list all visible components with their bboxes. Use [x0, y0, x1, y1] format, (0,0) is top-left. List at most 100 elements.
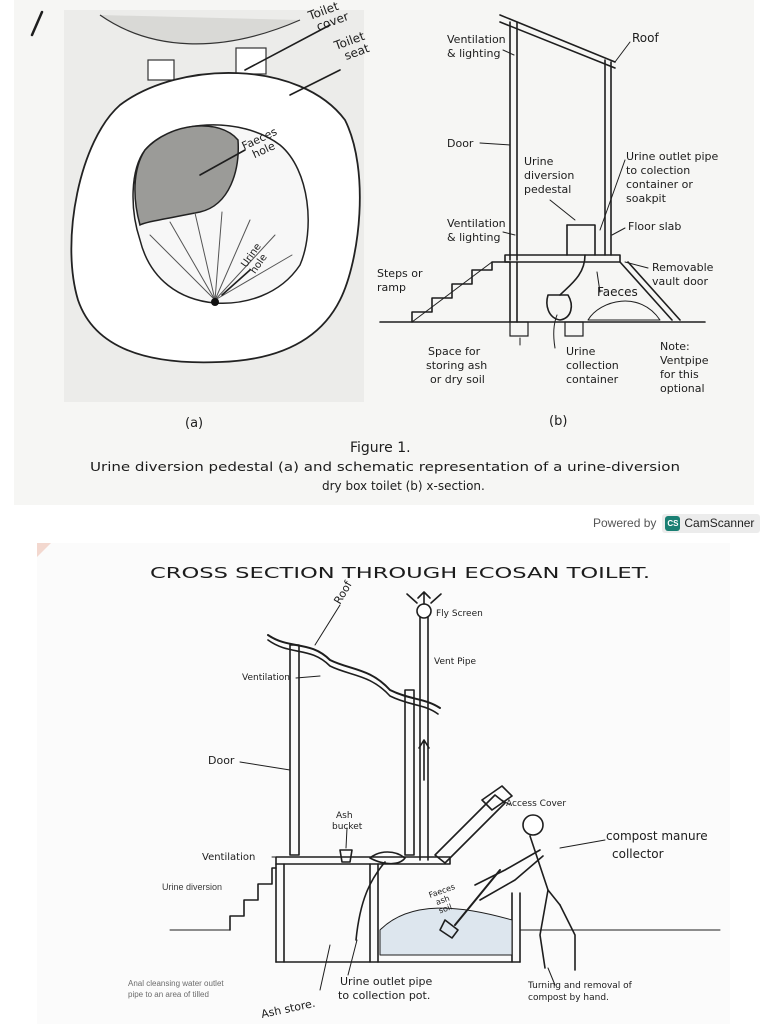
fly-screen-mesh [416, 603, 432, 619]
person-leg-2 [559, 904, 576, 971]
label-vent-top-line1: Ventilation [447, 33, 506, 46]
ecosan-drawing [169, 591, 721, 971]
pedestal-box [566, 224, 596, 256]
urine-hole [211, 298, 219, 306]
label-turning-line2: compost by hand. [528, 993, 609, 1003]
label-steps-or-ramp: Steps or ramp [377, 267, 426, 294]
figure-2-title: CROSS SECTION THROUGH ECOSAN TOILET. [150, 564, 650, 582]
label-space-for-storing: Space for storing ash or dry soil [426, 345, 491, 386]
label-note: Note: Ventpipe for this optional [660, 340, 712, 395]
label-urine-outlet-pipe-2: Urine outlet pipe to collection pot. [338, 975, 436, 1002]
ecosan-leaders [239, 604, 606, 991]
label-door-2: Door [208, 754, 235, 767]
label-note-line1: Note: [660, 340, 690, 353]
camscanner-badge-text: CamScanner [684, 516, 755, 530]
label-ash-bucket-line2: bucket [332, 822, 363, 832]
label-uop-line2: to colection [626, 164, 690, 177]
vent-pipe [419, 614, 429, 861]
vent-arrows [406, 591, 442, 605]
label-ash-store: Ash store. [260, 997, 317, 1021]
leader-toilet-seat [289, 69, 341, 96]
label-fas-line3: soil [438, 902, 454, 915]
label-ventilation-lighting-top: Ventilation & lighting [447, 33, 509, 60]
steps [411, 261, 511, 323]
label-vent-pipe: Vent Pipe [434, 657, 477, 667]
label-anal-line1: Anal cleansing water outlet [128, 979, 224, 988]
person-head [522, 814, 544, 836]
shovel-blade [439, 919, 459, 939]
label-space-line2: storing ash [426, 359, 487, 372]
label-urine-diversion-pedestal: Urine diversion pedestal [524, 155, 578, 196]
schematic-leaders [479, 41, 649, 349]
camscanner-watermark: Powered by CS CamScanner [593, 512, 761, 534]
label-vent-top-line2: & lighting [447, 47, 500, 60]
access-chute [434, 794, 506, 864]
steps-rail [411, 261, 493, 323]
person-arm-2 [479, 855, 544, 901]
label-turning-removal: Turning and removal of compost by hand. [527, 981, 635, 1003]
scan-corner-mark [37, 543, 51, 557]
steps-2 [229, 867, 277, 931]
arrow-faeces [596, 271, 601, 293]
ash-bucket [339, 849, 353, 863]
label-urine-diversion: Urine diversion [162, 882, 222, 892]
label-faeces-ash-soil: Faeces ash soil [428, 881, 465, 917]
label-urine-outlet-pipe: Urine outlet pipe to colection container… [626, 150, 722, 205]
label-removable-vault-door: Removable vault door [652, 261, 717, 288]
schematic-drawing [379, 14, 706, 323]
label-udp-line2: diversion [524, 169, 574, 182]
label-cmc-line2: collector [612, 847, 664, 861]
label-steps-line1: Steps or [377, 267, 423, 280]
powered-by-text: Powered by [593, 516, 657, 530]
panel-a-label: (a) [185, 416, 203, 431]
leader-toilet-cover [244, 24, 331, 71]
label-roof-2: Roof [331, 578, 355, 607]
vault-wall-outer [275, 863, 285, 963]
vent-up-arrow [418, 739, 430, 781]
label-uop2-line2: to collection pot. [338, 989, 430, 1002]
vault-door-1 [619, 261, 673, 321]
label-ucc-line3: container [566, 373, 619, 386]
label-roof: Roof [632, 31, 659, 45]
hinge-left [147, 59, 175, 81]
label-note-line4: optional [660, 382, 705, 395]
label-ucc-line2: collection [566, 359, 619, 372]
label-ash-bucket: Ash bucket [332, 811, 363, 832]
label-ventilation-top-2: Ventilation [242, 673, 290, 683]
label-steps-line2: ramp [377, 281, 406, 294]
urine-pipe [559, 254, 586, 296]
access-cover [481, 785, 513, 811]
camscanner-logo-icon: CS [665, 515, 681, 531]
faeces-heap [587, 300, 661, 321]
figure-1-caption-line2: dry box toilet (b) x-section. [322, 479, 485, 493]
pedestal-drawing [30, 10, 364, 402]
label-note-line2: Ventpipe [660, 354, 709, 367]
label-faeces: Faeces [597, 285, 638, 299]
label-vent-mid-line1: Ventilation [447, 217, 506, 230]
figure-1-caption-line1: Urine diversion pedestal (a) and schemat… [90, 460, 680, 474]
roof-line-2 [499, 21, 616, 69]
label-rvd-line2: vault door [652, 275, 709, 288]
label-door: Door [447, 137, 474, 150]
label-urine-collection-container: Urine collection container [566, 345, 622, 386]
label-ash-bucket-line1: Ash [336, 811, 353, 821]
label-turning-line1: Turning and removal of [527, 981, 633, 991]
label-space-line1: Space for [428, 345, 481, 358]
label-udp-line1: Urine [524, 155, 554, 168]
label-uop-line4: soakpit [626, 192, 667, 205]
figure-1-title: Figure 1. [350, 440, 411, 456]
urine-bowl-lines [149, 211, 293, 301]
person-arm-1 [474, 849, 541, 886]
vault-wall-right [511, 892, 521, 963]
label-ventilation-mid-2: Ventilation [202, 852, 255, 863]
label-rvd-line1: Removable [652, 261, 714, 274]
shovel-handle [454, 869, 501, 926]
faeces-hole [134, 125, 239, 227]
person-body [529, 835, 561, 906]
soil-store-box [564, 321, 584, 337]
ash-store-box [509, 321, 529, 337]
label-cmc-line1: compost manure [606, 829, 708, 843]
label-floor-slab: Floor slab [628, 220, 681, 233]
floor-slab [504, 254, 621, 263]
